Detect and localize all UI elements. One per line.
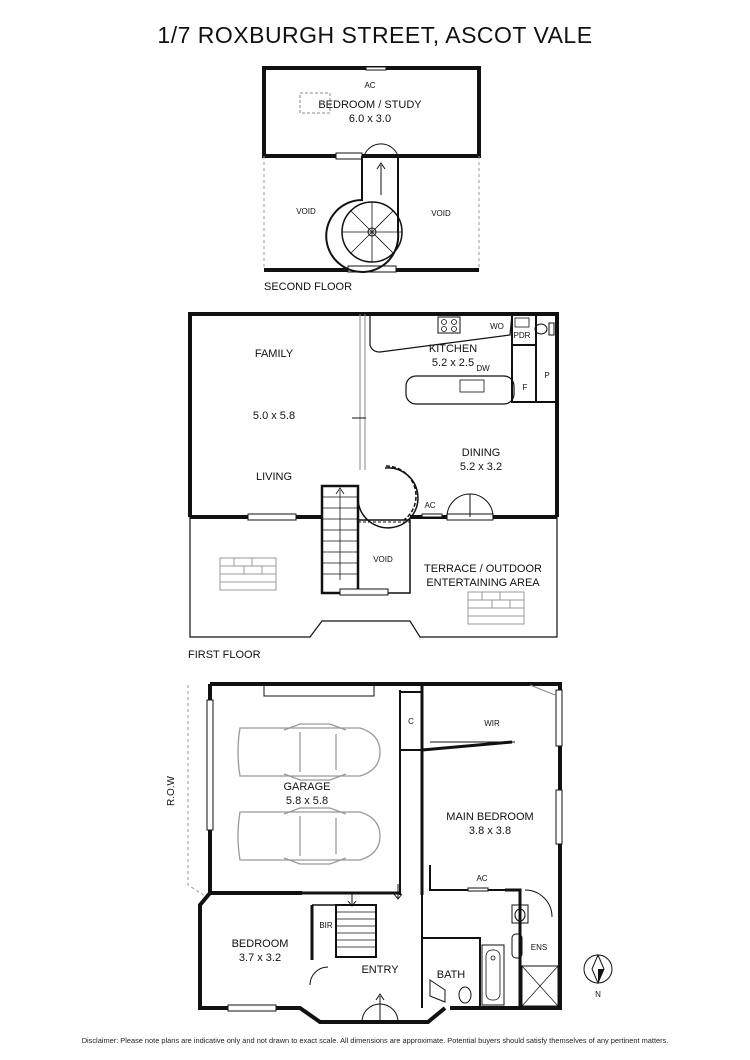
terrace-label-line2: ENTERTAINING AREA — [426, 577, 540, 589]
basin-icon — [514, 317, 530, 328]
terrace-outline — [189, 517, 558, 638]
door-swing-icon — [524, 889, 553, 918]
garage-size: 5.8 x 5.8 — [286, 795, 328, 807]
pantry-label: P — [544, 371, 549, 380]
ac-label: AC — [424, 501, 435, 510]
void-label: VOID — [373, 555, 393, 564]
bath-label: BATH — [437, 969, 466, 981]
door-icon — [335, 152, 363, 160]
main-bedroom-size: 3.8 x 3.8 — [469, 825, 511, 837]
kitchen-size: 5.2 x 2.5 — [432, 357, 474, 369]
brick-icon — [467, 591, 525, 625]
window-icon — [227, 1004, 277, 1012]
bedroom-study-size: 6.0 x 3.0 — [349, 113, 391, 125]
toilet-icon — [534, 323, 548, 335]
row-label: R.O.W — [166, 775, 177, 806]
skylight-icon — [299, 92, 331, 114]
ac-label: AC — [364, 81, 375, 90]
window-icon — [555, 789, 563, 845]
ground-floor: N R.O.W GARAGE 5.8 x 5.8 C WIR MAIN BEDR… — [166, 682, 613, 1024]
second-floor: AC BEDROOM / STUDY 6.0 x 3.0 VOID VOID S… — [262, 66, 481, 293]
family-label: FAMILY — [255, 348, 294, 360]
entry-label: ENTRY — [361, 964, 399, 976]
north-label: N — [595, 990, 601, 999]
stair-icon — [320, 465, 419, 595]
dining-size: 5.2 x 3.2 — [460, 461, 502, 473]
bedroom-size: 3.7 x 3.2 — [239, 952, 281, 964]
double-door-icon — [446, 493, 494, 521]
garage-label: GARAGE — [283, 781, 330, 793]
toilet-icon — [458, 986, 472, 1004]
bedroom-study-label: BEDROOM / STUDY — [318, 99, 422, 111]
stair-icon — [335, 904, 377, 958]
wir-label: WIR — [484, 719, 500, 728]
window-icon — [247, 513, 297, 521]
ac-unit-icon — [365, 66, 387, 71]
cooktop-icon — [437, 316, 461, 334]
living-label: LIVING — [256, 471, 292, 483]
dining-label: DINING — [462, 447, 501, 459]
plan-title: 1/7 ROXBURGH STREET, ASCOT VALE — [157, 22, 593, 48]
entry-door-icon — [361, 993, 399, 1023]
ens-label: ENS — [531, 943, 547, 952]
dw-label: DW — [476, 364, 490, 373]
brick-icon — [219, 557, 277, 591]
wo-label: WO — [490, 322, 504, 331]
bir-label: BIR — [319, 921, 333, 930]
ac-label: AC — [476, 874, 487, 883]
cupboard-label: C — [408, 717, 414, 726]
basin-icon — [511, 933, 523, 959]
disclaimer-text: Disclaimer: Please note plans are indica… — [81, 1036, 669, 1045]
fridge-label: F — [523, 383, 528, 392]
toilet-icon — [511, 904, 529, 924]
terrace-label-line1: TERRACE / OUTDOOR — [424, 563, 542, 575]
bedroom-label: BEDROOM — [232, 938, 289, 950]
door-swing-icon — [309, 966, 329, 986]
void-right-label: VOID — [431, 209, 451, 218]
car-icon — [237, 807, 381, 865]
spiral-stair-icon — [325, 143, 403, 273]
first-floor: FAMILY 5.0 x 5.8 LIVING KITCHEN 5.2 x 2.… — [188, 312, 559, 661]
shower-icon — [521, 965, 559, 1007]
sink-icon — [459, 379, 485, 393]
main-bedroom-label: MAIN BEDROOM — [446, 811, 533, 823]
family-size: 5.0 x 5.8 — [253, 410, 295, 422]
ac-unit-icon — [421, 513, 443, 518]
second-floor-label: SECOND FLOOR — [264, 281, 352, 293]
window-icon — [555, 689, 563, 747]
first-floor-label: FIRST FLOOR — [188, 649, 261, 661]
kitchen-island — [405, 375, 515, 405]
void-left-label: VOID — [296, 207, 316, 216]
vanity-icon — [429, 979, 446, 1003]
pdr-label: PDR — [514, 331, 531, 340]
car-icon — [237, 723, 381, 781]
ac-unit-icon — [467, 887, 489, 892]
bathtub-icon — [481, 944, 505, 1006]
window-icon — [206, 699, 214, 831]
window-icon — [339, 588, 389, 596]
north-arrow-icon — [583, 953, 613, 985]
kitchen-label: KITCHEN — [429, 343, 477, 355]
garage-door-icon — [263, 683, 375, 697]
